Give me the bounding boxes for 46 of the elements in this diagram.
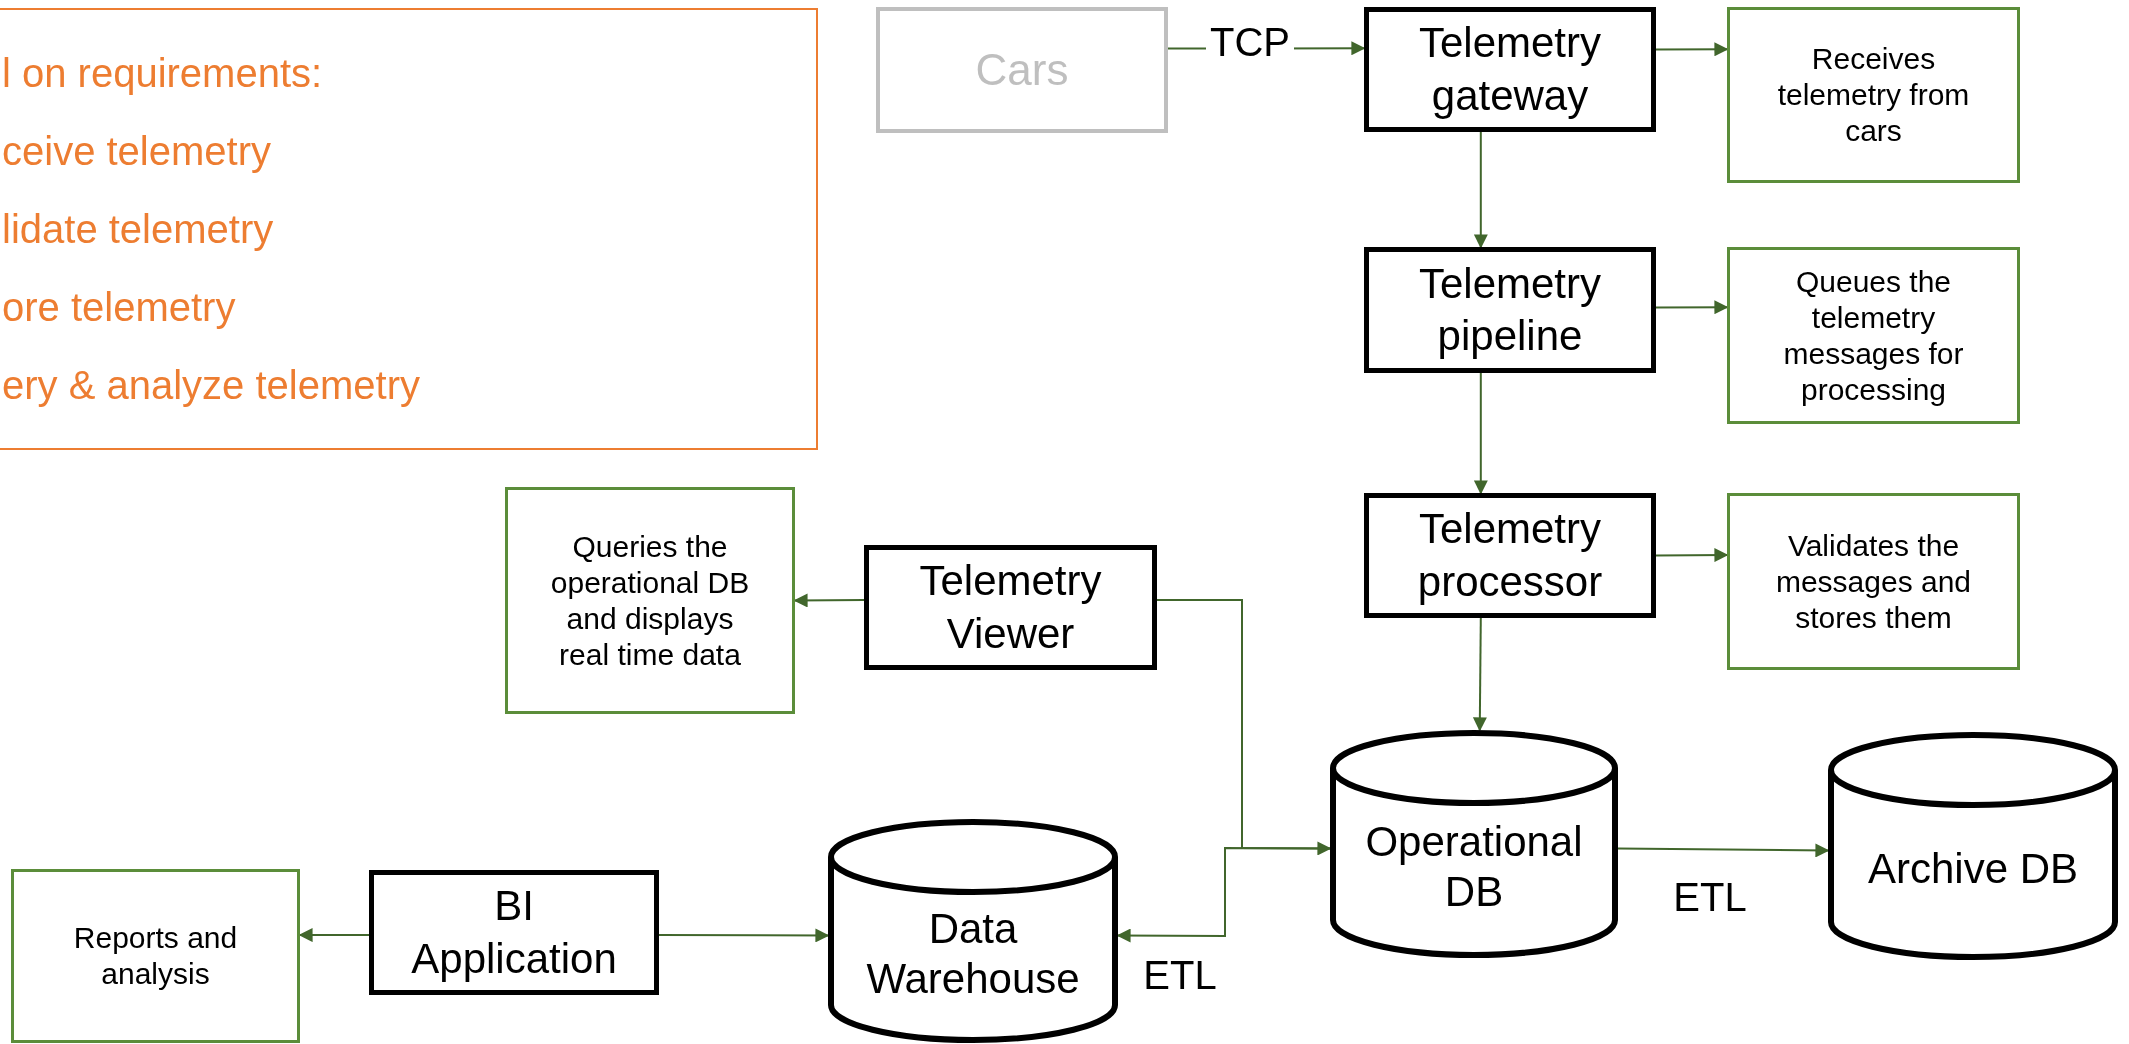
database-cylinder xyxy=(1330,730,1618,958)
box-label: Telemetry Viewer xyxy=(918,556,1103,659)
description-box xyxy=(1727,493,2020,670)
source-box xyxy=(876,7,1168,133)
component-box xyxy=(1364,493,1656,618)
component-box xyxy=(1364,247,1656,373)
arrow xyxy=(1116,847,1331,943)
description-box xyxy=(1727,247,2020,424)
requirement-text: lidate telemetry xyxy=(2,209,275,249)
box-label: Telemetry gateway xyxy=(1417,18,1603,121)
requirement-text: ore telemetry xyxy=(2,287,237,327)
description-box xyxy=(505,487,795,714)
box-label: Queues the telemetry messages for processing xyxy=(1782,263,1965,408)
component-box xyxy=(864,545,1157,670)
description-box xyxy=(11,869,300,1043)
arrow xyxy=(1655,42,1729,57)
component-box xyxy=(369,870,659,995)
arrow xyxy=(1156,599,1332,856)
box-label: Cars xyxy=(975,44,1069,96)
requirement-text: ery & analyze telemetry xyxy=(2,365,421,405)
database-cylinder xyxy=(828,819,1118,1043)
box-label: Receives telemetry from cars xyxy=(1776,41,1971,149)
database-cylinder xyxy=(1828,732,2118,960)
requirement-text: ceive telemetry xyxy=(2,131,272,171)
database-label: Data Warehouse xyxy=(865,903,1081,1004)
arrow xyxy=(1655,300,1729,315)
requirements-box xyxy=(0,8,818,450)
arrow xyxy=(1655,548,1729,563)
arrow xyxy=(1473,131,1488,249)
requirement-text: l on requirements: xyxy=(2,53,324,93)
box-label: Telemetry processor xyxy=(1416,504,1604,607)
component-box xyxy=(1364,7,1656,132)
box-label: Validates the messages and stores them xyxy=(1774,527,1973,636)
box-label: Queries the operational DB and displays real time data xyxy=(549,528,751,673)
arrow xyxy=(1617,843,1830,858)
arrow xyxy=(793,593,865,608)
arrow xyxy=(1472,617,1487,732)
database-label: Operational DB xyxy=(1364,816,1584,917)
box-label: Reports and analysis xyxy=(72,920,239,992)
database-label: Archive DB xyxy=(1867,843,2079,894)
box-label: Telemetry pipeline xyxy=(1417,258,1603,361)
arrow xyxy=(298,928,370,943)
arrow xyxy=(1473,372,1488,495)
description-box xyxy=(1727,7,2020,183)
box-label: BI Application xyxy=(410,881,618,984)
arrow xyxy=(658,928,830,943)
